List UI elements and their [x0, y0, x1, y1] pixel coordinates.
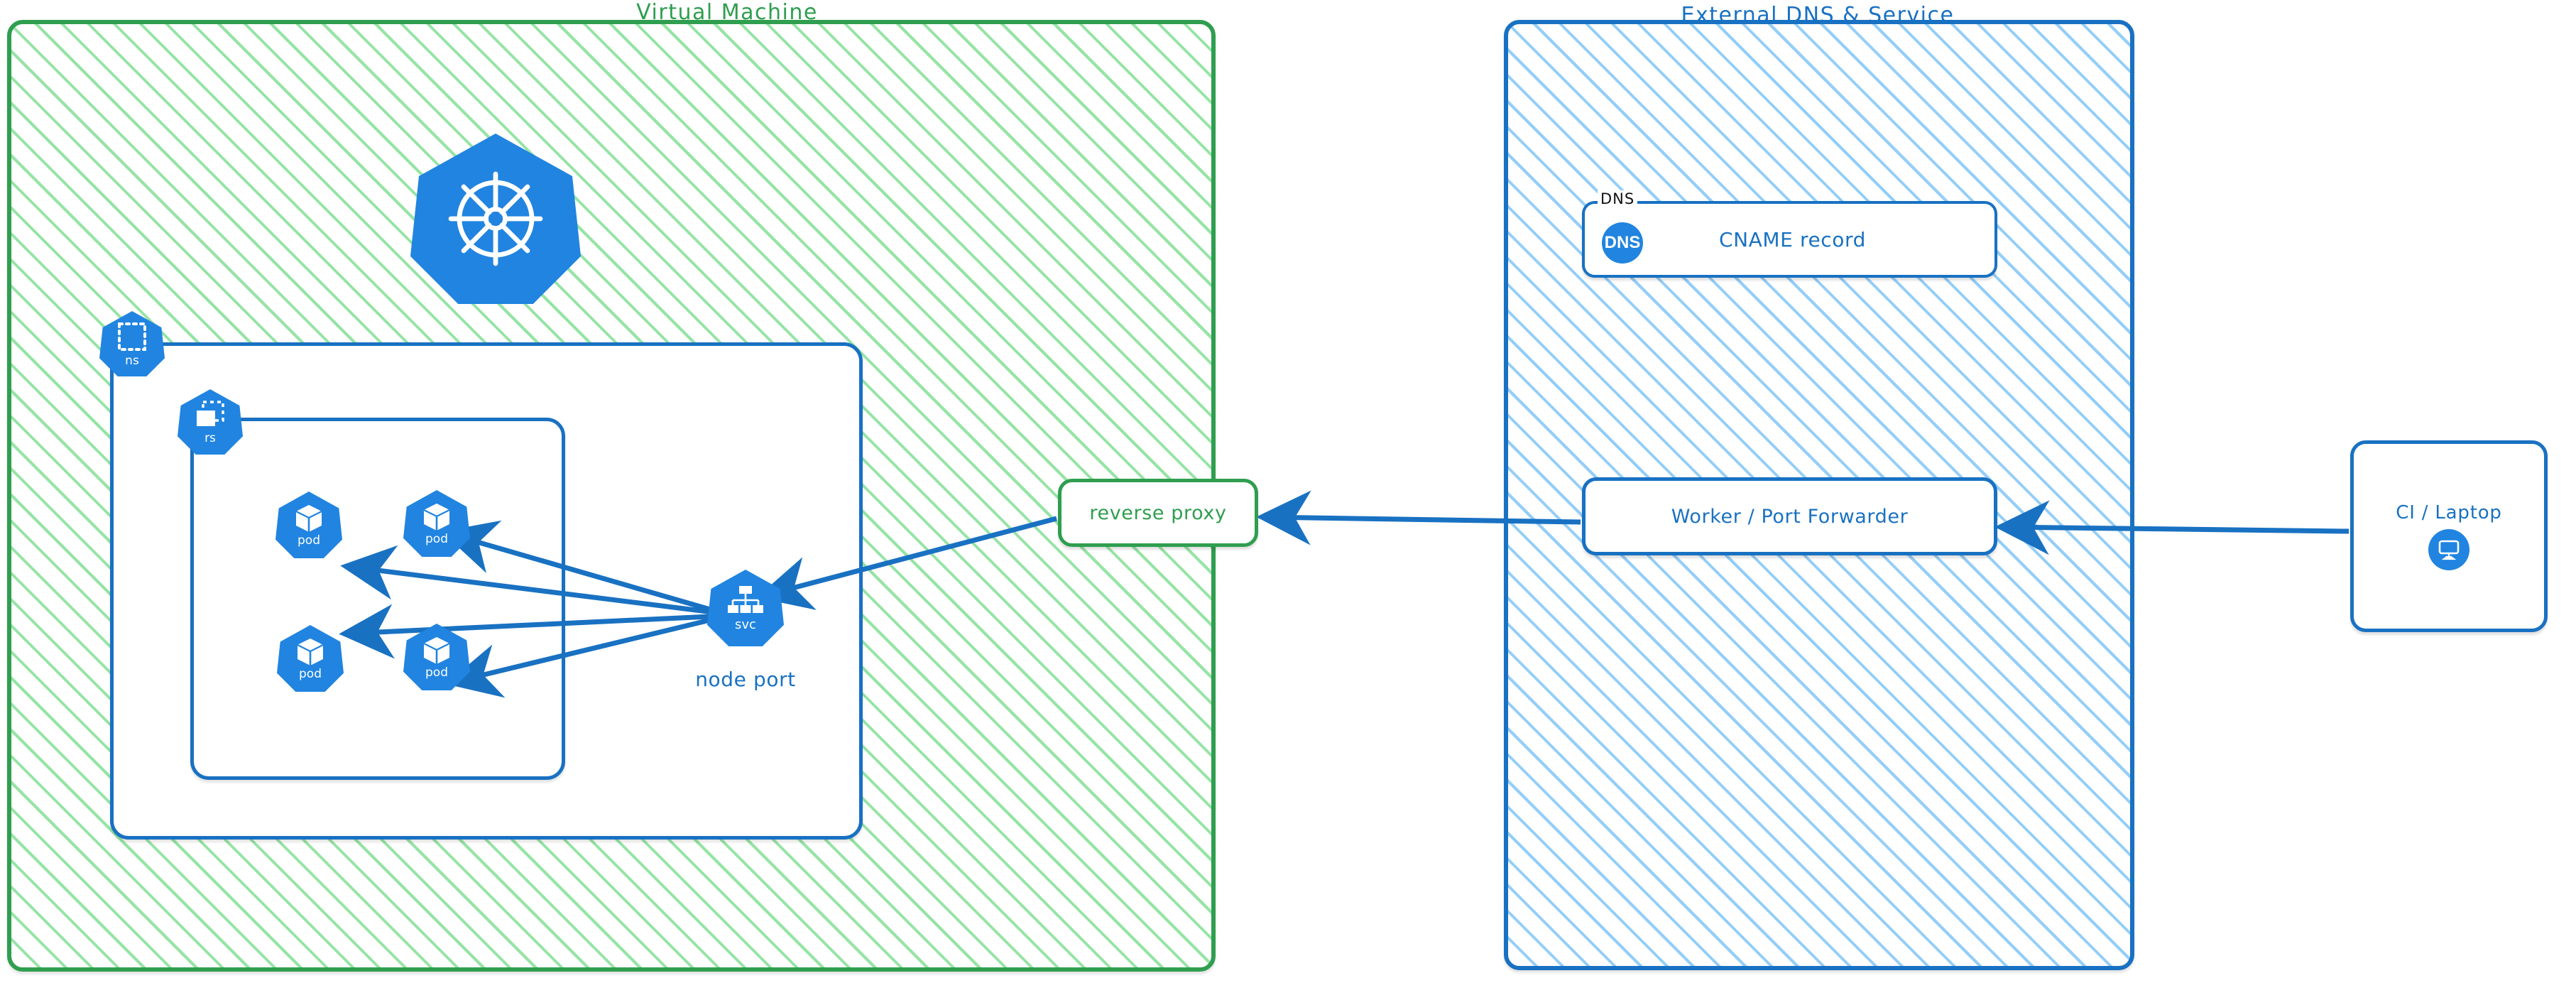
replicaset-icon	[193, 399, 227, 430]
namespace-tag: ns	[125, 354, 139, 368]
pod-icon	[422, 635, 452, 666]
replicaset-container	[190, 418, 565, 780]
service-tag: svc	[735, 617, 756, 632]
dns-record-label: CNAME record	[1718, 227, 1867, 251]
reverse-proxy-label: reverse proxy	[1089, 501, 1227, 524]
dns-badge-text: DNS	[1604, 233, 1641, 252]
dns-icon: DNS	[1602, 222, 1643, 264]
worker-port-forwarder-node[interactable]: Worker / Port Forwarder	[1582, 477, 1997, 555]
service-icon	[727, 585, 764, 617]
desktop-monitor-icon	[2428, 529, 2469, 570]
dns-kind-label: DNS	[1598, 190, 1638, 207]
ci-laptop-node[interactable]: CI / Laptop	[2350, 440, 2548, 632]
replicaset-tag: rs	[204, 431, 216, 445]
pod-icon	[422, 501, 452, 533]
pod-icon	[295, 636, 325, 668]
pod-tag: pod	[299, 667, 322, 681]
kubernetes-helm-wheel-icon	[442, 165, 549, 272]
reverse-proxy-node[interactable]: reverse proxy	[1058, 479, 1258, 547]
pod-tag: pod	[298, 533, 320, 548]
node-port-caption: node port	[695, 668, 796, 691]
pod-tag: pod	[425, 532, 448, 546]
dns-record-card[interactable]: DNS DNS CNAME record	[1582, 190, 1997, 278]
pod-icon	[294, 503, 324, 534]
ci-laptop-label: CI / Laptop	[2396, 502, 2502, 523]
namespace-icon	[116, 320, 148, 353]
worker-port-forwarder-label: Worker / Port Forwarder	[1671, 505, 1909, 528]
pod-tag: pod	[425, 666, 448, 680]
